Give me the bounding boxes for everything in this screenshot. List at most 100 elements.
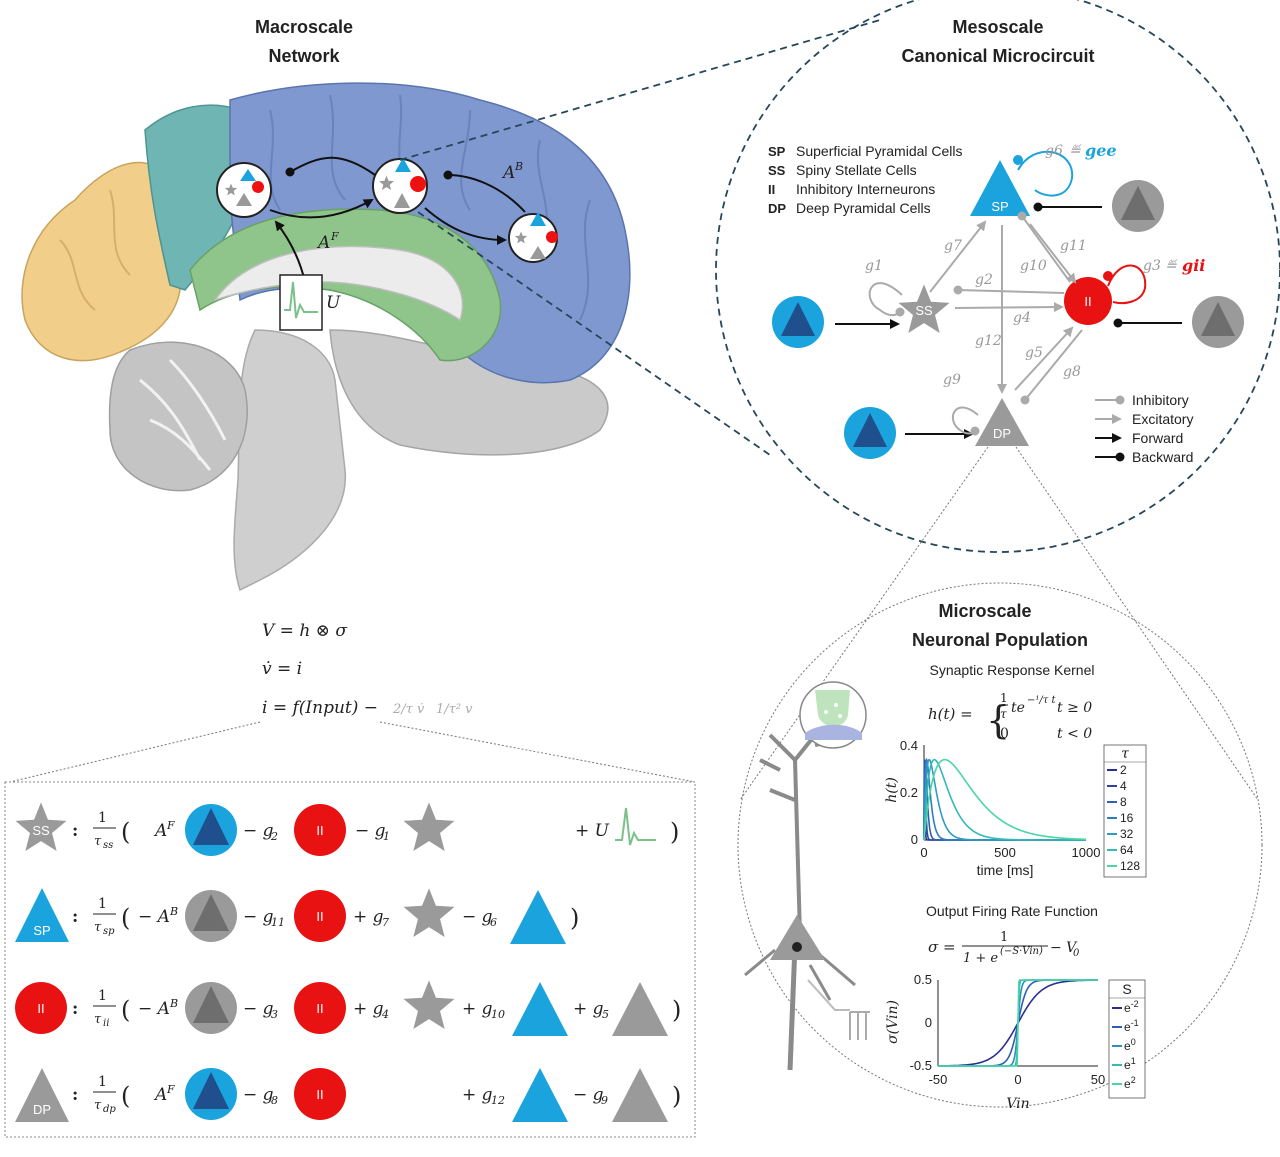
kernel-legend-label: 16	[1120, 811, 1134, 825]
svg-text:A: A	[153, 821, 167, 841]
svg-text:1: 1	[98, 810, 107, 826]
svg-text:g3: g3	[1143, 258, 1161, 274]
occipital-region	[21, 161, 181, 362]
svg-text:g5: g5	[1025, 345, 1043, 361]
node-ss: SS	[898, 284, 950, 334]
svg-text:2: 2	[270, 830, 278, 843]
ii-self-loop	[1107, 264, 1147, 305]
kernel-equation: h(t) = { 1 τ te −¹/τ t t ≥ 0 0 t < 0	[928, 691, 1092, 742]
svg-text:II: II	[316, 909, 323, 924]
svg-text:g10: g10	[1020, 258, 1047, 274]
sigmoid-legend-label: e2	[1124, 1075, 1136, 1091]
svg-text:B: B	[514, 160, 523, 173]
svg-text:4: 4	[381, 1008, 389, 1021]
brain-backward-2	[443, 170, 526, 213]
legend-name-ss: Spiny Stellate Cells	[796, 162, 917, 178]
svg-text:− g: − g	[243, 821, 274, 841]
kernel-legend-label: 64	[1120, 843, 1134, 857]
zoom-line-upper	[399, 19, 881, 161]
svg-text:A: A	[153, 1085, 167, 1105]
sigmoid-chart	[937, 979, 1098, 1067]
svg-text:5: 5	[602, 1008, 609, 1021]
meso-title-2: Canonical Microcircuit	[901, 46, 1094, 66]
kernel-xtick: 0	[920, 845, 927, 860]
svg-text:ss: ss	[103, 840, 113, 851]
sigmoid-xtick: 50	[1091, 1072, 1105, 1087]
svg-text:1: 1	[383, 830, 390, 843]
macro-title-2: Network	[268, 46, 340, 66]
svg-text:− g: − g	[573, 1085, 604, 1105]
kernel-legend-label: 8	[1120, 795, 1127, 809]
svg-text:dp: dp	[103, 1104, 116, 1115]
svg-text:g12: g12	[975, 333, 1002, 349]
backward-input-ii	[1192, 296, 1244, 348]
kernel-legend-label: 4	[1120, 779, 1127, 793]
svg-text:II: II	[316, 1001, 323, 1016]
svg-text:F: F	[166, 819, 175, 832]
equation-3-term-2: 1/τ² v	[436, 702, 473, 717]
svg-text:− A: − A	[138, 907, 170, 927]
svg-text:t ≥ 0: t ≥ 0	[1057, 700, 1092, 716]
svg-text:(: (	[121, 996, 130, 1024]
brain-node-3	[508, 212, 558, 263]
brain-backward-1	[285, 156, 376, 177]
svg-text:− V: − V	[1050, 940, 1078, 956]
external-input-ss	[772, 296, 824, 348]
cerebellum	[108, 341, 248, 492]
input-u-box	[279, 274, 323, 331]
svg-text::: :	[72, 907, 78, 927]
svg-text:+ g: + g	[462, 1085, 493, 1105]
node-ii: II	[1064, 277, 1112, 325]
svg-text:τ: τ	[94, 920, 102, 935]
sigmoid-series-line	[938, 979, 1098, 1067]
kernel-legend-label: 128	[1120, 859, 1140, 873]
svg-text:g11: g11	[1060, 238, 1087, 254]
svg-text:τ: τ	[94, 1098, 102, 1113]
svg-text:g6: g6	[1045, 143, 1063, 159]
kernel-xtick: 500	[994, 845, 1016, 860]
svg-text:3: 3	[271, 1008, 278, 1021]
legend-abbr-ss: SS	[768, 163, 786, 178]
svg-text:): )	[570, 904, 579, 932]
node-sp: SP	[970, 160, 1030, 216]
svg-text:F: F	[330, 230, 339, 243]
micro-zoom-line-right	[1015, 446, 1259, 801]
kernel-ytick: 0.2	[900, 785, 918, 800]
eq-zoom-line-left	[9, 721, 261, 783]
kernel-legend-label: 32	[1120, 827, 1134, 841]
svg-text:te: te	[1011, 700, 1025, 716]
svg-text:): )	[670, 818, 679, 846]
gain-labels: g1 g2 g3 g4 g5 g6 g7 g8 g9 g10 g11 g12 ≝…	[865, 141, 1205, 388]
svg-text:SS: SS	[32, 823, 50, 838]
svg-text:12: 12	[491, 1094, 505, 1107]
svg-text:gee: gee	[1085, 141, 1117, 160]
svg-text:≝: ≝	[1165, 258, 1178, 274]
main-equations: V = h ⊗ σ v̇ = i i = f(Input) − 2/τ v̇ 1…	[262, 621, 473, 718]
svg-text:A: A	[316, 233, 330, 253]
svg-text:g2: g2	[975, 272, 993, 288]
svg-text:g8: g8	[1063, 364, 1081, 380]
svg-text:Excitatory: Excitatory	[1132, 411, 1193, 427]
sigmoid-equation: σ = 1 1 + e (−S·Vin) − V 0	[928, 930, 1080, 966]
kernel-series-line	[923, 758, 1086, 841]
svg-text:7: 7	[382, 916, 389, 929]
kernel-legend-label: 2	[1120, 763, 1127, 777]
sigmoid-ytick: 0.5	[914, 972, 932, 987]
connection-legend: Inhibitory Excitatory Forward Backward	[1095, 392, 1193, 465]
svg-text:): )	[672, 996, 681, 1024]
svg-text:+ g: + g	[353, 907, 384, 927]
svg-text:τ: τ	[1121, 746, 1129, 762]
legend-name-ii: Inhibitory Interneurons	[796, 181, 935, 197]
svg-text:(: (	[121, 1082, 130, 1110]
brainstem	[233, 329, 346, 592]
svg-text:h(t) =: h(t) =	[928, 705, 973, 723]
sigmoid-ylabel: σ(Vin)	[885, 1000, 901, 1044]
svg-text:− g: − g	[243, 1085, 274, 1105]
svg-text:11: 11	[271, 916, 285, 929]
brain-label-af: A F	[316, 230, 339, 253]
svg-text:II: II	[316, 1087, 323, 1102]
equation-2: v̇ = i	[262, 659, 302, 679]
